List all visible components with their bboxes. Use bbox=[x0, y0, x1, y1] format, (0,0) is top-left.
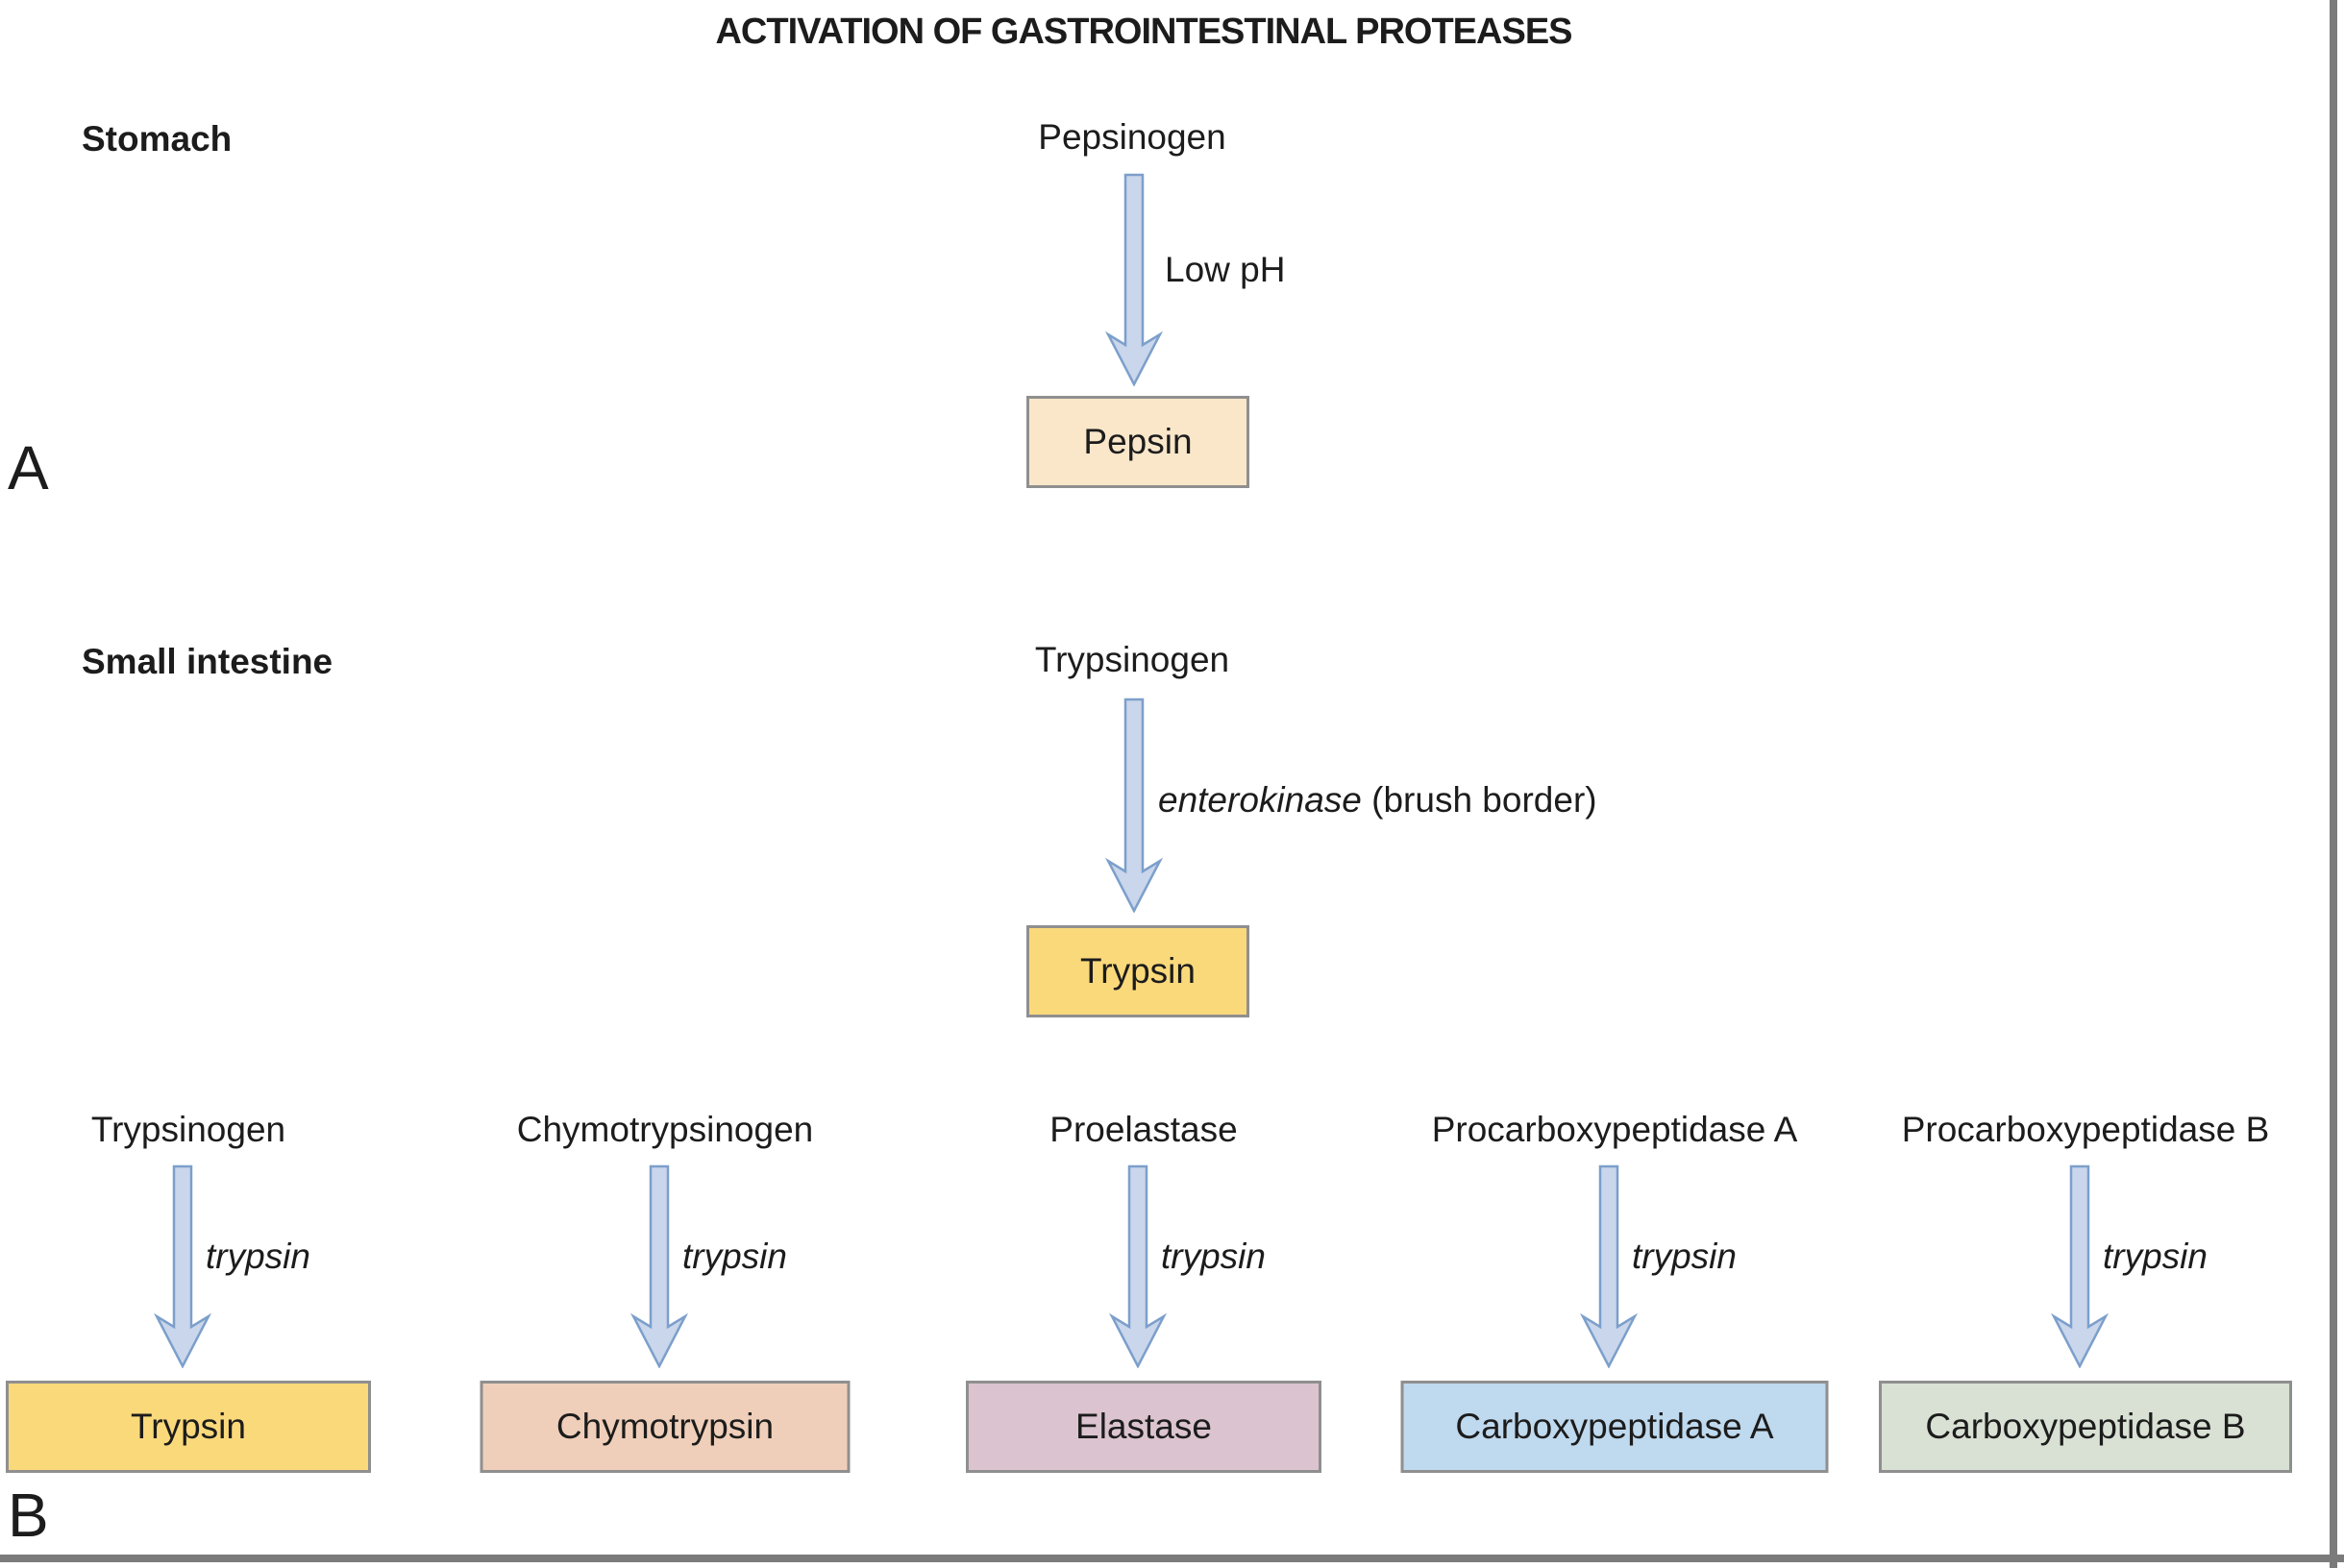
procarboxypeptidase-b-label: Procarboxypeptidase B bbox=[1901, 1110, 2270, 1149]
panel-b-label: B bbox=[8, 1481, 49, 1550]
arrow-trypsinogen-to-trypsin-icon bbox=[1105, 698, 1163, 913]
trypsinogen-label: Trypsinogen bbox=[90, 1110, 286, 1149]
region-label-stomach: Stomach bbox=[82, 119, 233, 159]
procarboxypeptidase-a-label: Procarboxypeptidase A bbox=[1431, 1110, 1798, 1149]
trypsin-enzyme-label: trypsin bbox=[206, 1237, 310, 1276]
arrow-down-icon bbox=[630, 1164, 688, 1368]
chymotrypsin-box: Chymotrypsin bbox=[480, 1381, 851, 1473]
trypsin-box: Trypsin bbox=[6, 1381, 371, 1473]
panel-a-label: A bbox=[8, 433, 49, 502]
enterokinase-enzyme-text: enterokinase bbox=[1158, 780, 1362, 820]
trypsin-main-box: Trypsin bbox=[1026, 925, 1249, 1017]
frame-bottom-border bbox=[0, 1555, 2344, 1562]
proelastase-label: Proelastase bbox=[1049, 1110, 1238, 1149]
cascade-column-carboxypeptidase-b: Procarboxypeptidase B trypsin Carboxypep… bbox=[1797, 1110, 2344, 1484]
chymotrypsinogen-label: Chymotrypsinogen bbox=[516, 1110, 814, 1149]
enterokinase-label: enterokinase (brush border) bbox=[1158, 780, 1597, 821]
arrow-down-icon bbox=[1109, 1164, 1167, 1368]
trypsinogen-main-label: Trypsinogen bbox=[1034, 640, 1230, 679]
arrow-down-icon bbox=[2051, 1164, 2109, 1368]
trypsin-enzyme-label: trypsin bbox=[1632, 1237, 1737, 1276]
arrow-down-icon bbox=[1580, 1164, 1638, 1368]
low-ph-label: Low pH bbox=[1165, 250, 1286, 289]
cascade-column-chymotrypsin: Chymotrypsinogen trypsin Chymotrypsin bbox=[377, 1110, 953, 1484]
trypsin-enzyme-label: trypsin bbox=[1161, 1237, 1266, 1276]
cascade-column-trypsin: Trypsinogen trypsin Trypsin bbox=[0, 1110, 477, 1484]
carboxypeptidase-a-box: Carboxypeptidase A bbox=[1400, 1381, 1829, 1473]
arrow-pepsinogen-to-pepsin-icon bbox=[1105, 173, 1163, 386]
frame-right-border bbox=[2330, 0, 2337, 1568]
region-label-small-intestine: Small intestine bbox=[82, 642, 333, 681]
trypsin-enzyme-label: trypsin bbox=[682, 1237, 787, 1276]
cascade-column-elastase: Proelastase trypsin Elastase bbox=[855, 1110, 1432, 1484]
trypsin-enzyme-label: trypsin bbox=[2103, 1237, 2208, 1276]
pepsinogen-label: Pepsinogen bbox=[1038, 117, 1226, 157]
brush-border-text: (brush border) bbox=[1361, 780, 1597, 820]
figure-title: ACTIVATION OF GASTROINTESTINAL PROTEASES bbox=[715, 12, 1572, 52]
arrow-down-icon bbox=[154, 1164, 211, 1368]
elastase-box: Elastase bbox=[966, 1381, 1321, 1473]
cascade-column-carboxypeptidase-a: Procarboxypeptidase A trypsin Carboxypep… bbox=[1326, 1110, 1903, 1484]
pepsin-box: Pepsin bbox=[1026, 396, 1249, 488]
carboxypeptidase-b-box: Carboxypeptidase B bbox=[1879, 1381, 2292, 1473]
